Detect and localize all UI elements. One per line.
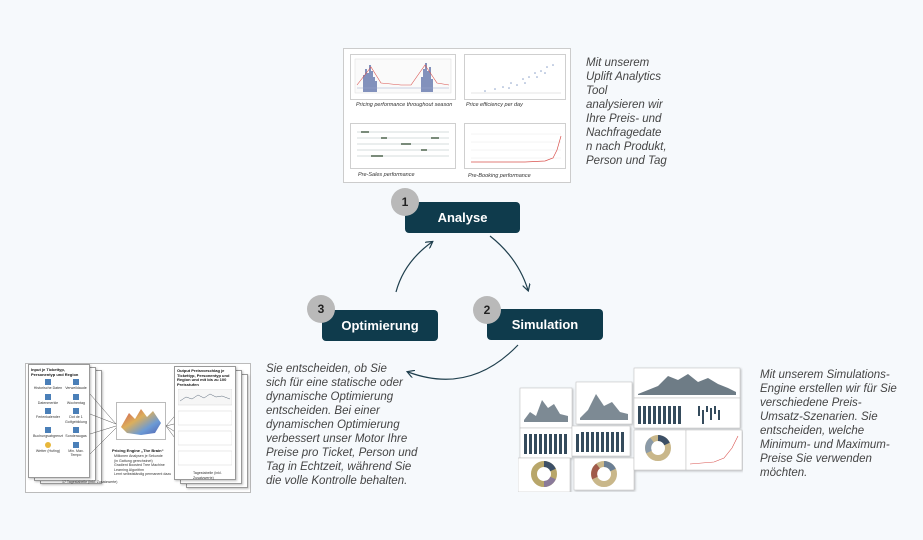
output-mini-charts xyxy=(178,389,232,466)
input-item: Dot de 1 Golfgebiklung xyxy=(65,408,87,424)
donut-2 xyxy=(591,461,617,487)
price-efficiency-chart xyxy=(471,64,561,94)
pre-booking-chart xyxy=(471,133,562,163)
optimierung-description: Sie entscheiden, ob Sie sich für eine st… xyxy=(266,362,446,488)
analyse-desc-line: Ihre Preis- und xyxy=(586,113,662,125)
analysis-panel-pre-sales xyxy=(350,123,456,169)
analyse-desc-line: Uplift Analytics xyxy=(586,71,661,83)
input-item: Min. Max. Tempo xyxy=(65,441,87,458)
input-title: Input je Ticket­typ, Personentyp und Reg… xyxy=(31,367,79,377)
simulation-desc-line: Preise Sie verwenden xyxy=(760,453,872,465)
step-1-badge: 1 xyxy=(391,188,419,216)
simulation-desc-line: Umsatz-Szenarien. Sie xyxy=(760,411,878,423)
input-footer: 17 Tagestabelle (inkl. Zusatzwerte) xyxy=(62,480,118,484)
analyse-desc-line: analysieren wir xyxy=(586,99,663,111)
engine-line: Learning Algorithm xyxy=(114,467,144,472)
step-analyse-label: Analyse xyxy=(437,210,488,225)
caption-pre-booking: Pre-Booking performance xyxy=(468,173,531,179)
output-sheet: Output Preisvorschlag je Tickettyp, Pers… xyxy=(174,366,236,480)
optimierung-desc-line: dynamische Optimierung xyxy=(266,391,394,403)
engine-line: Gradient Boosted Tree Machine xyxy=(114,463,165,467)
engine-lines: Millionen Analysen je Sekunde (in Gattun… xyxy=(114,454,186,477)
analyse-description: Mit unserem Uplift Analytics Tool analys… xyxy=(586,56,696,168)
analyse-desc-line: Nachfragedate xyxy=(586,127,662,139)
optimierung-desc-line: dynamischen Optimierung xyxy=(266,419,400,431)
engine-line: Millionen Analysen je Sekunde xyxy=(114,454,163,458)
engine-surface-graphic xyxy=(121,409,161,435)
optimierung-desc-line: verbessert unser Motor Ihre xyxy=(266,433,408,445)
optimierung-desc-line: die volle Kontrolle behalten. xyxy=(266,475,408,487)
engine-line: (in Gattung gerechstnet) xyxy=(114,458,153,463)
caption-pricing-performance: Pricing performance throughout season xyxy=(356,102,453,108)
simulation-collage xyxy=(517,364,743,493)
analysis-panel-pre-booking xyxy=(464,123,566,169)
simulation-desc-line: entscheiden, welche xyxy=(760,425,865,437)
input-grid: Historische Daten Verweildaude Datenmerk… xyxy=(33,379,87,458)
optimization-engine-thumbnail: Input je Ticket­typ, Personentyp und Reg… xyxy=(25,363,251,493)
input-item: Verweildaude xyxy=(65,379,87,391)
simulation-desc-line: Mit unserem Simulations- xyxy=(760,369,890,381)
analyse-desc-line: n nach Produkt, xyxy=(586,141,667,153)
arrow-optimierung-to-analyse xyxy=(395,242,432,293)
step-optimierung-box[interactable]: Optimierung xyxy=(322,310,438,341)
arrow-simulation-to-optimierung xyxy=(408,344,519,380)
output-title: Output Preisvorschlag je Tickettyp, Pers… xyxy=(177,368,230,387)
arrow-analyse-to-simulation xyxy=(489,235,528,290)
optimierung-desc-line: Sie entscheiden, ob Sie xyxy=(266,363,387,375)
optimierung-desc-line: entscheiden. Bei einer xyxy=(266,405,380,417)
simulation-desc-line: Minimum- und Maximum- xyxy=(760,439,890,451)
analysis-panel-price-efficiency xyxy=(464,54,566,100)
donut-3 xyxy=(645,435,671,461)
input-sheet: Input je Ticket­typ, Personentyp und Reg… xyxy=(28,364,90,478)
output-footer: Tagestabelle (inkl. Zusatzwerte) xyxy=(193,471,222,480)
simulation-desc-line: möchten. xyxy=(760,467,808,479)
step-analyse-box[interactable]: Analyse xyxy=(405,202,520,233)
input-item: Datenmerkle xyxy=(33,393,63,406)
engine-title: Pricing Engine „The Brain“ xyxy=(112,448,164,453)
analysis-panel-pricing-performance xyxy=(350,54,456,100)
optimierung-desc-line: Preise pro Ticket, Person und xyxy=(266,447,418,459)
optimierung-desc-line: sich für eine statische oder xyxy=(266,377,403,389)
step-simulation-label: Simulation xyxy=(511,317,579,332)
step-optimierung-label: Optimierung xyxy=(341,318,419,333)
simulation-desc-line: verschiedene Preis- xyxy=(760,397,862,409)
input-item: Buchungsabgrenzt xyxy=(33,427,63,439)
analysis-dashboard-thumbnail: Pricing performance throughout season Pr… xyxy=(343,48,571,183)
analyse-desc-line: Tool xyxy=(586,85,608,97)
simulation-collage-graphic xyxy=(517,367,743,493)
step-2-badge: 2 xyxy=(473,296,501,324)
engine-line: Lernt selbstständig permanent dazu xyxy=(114,472,172,476)
analyse-desc-line: Mit unserem xyxy=(586,57,650,69)
analyse-desc-line: Person und Tag xyxy=(586,155,667,167)
pricing-performance-chart xyxy=(354,58,452,94)
input-item: Ferienkalender xyxy=(33,408,63,424)
caption-price-efficiency: Price efficiency per day xyxy=(466,102,523,108)
input-item: Historische Daten xyxy=(33,379,63,391)
input-item: Wetter (Hufing) xyxy=(33,441,63,458)
step-simulation-box[interactable]: Simulation xyxy=(487,309,603,340)
pricing-engine-surface xyxy=(116,402,166,440)
input-item: Sonderaugas xyxy=(65,427,87,439)
step-3-badge: 3 xyxy=(307,295,335,323)
simulation-description: Mit unserem Simulations- Engine erstelle… xyxy=(760,368,920,480)
optimierung-desc-line: Tag in Echtzeit, während Sie xyxy=(266,461,412,473)
pre-sales-chart xyxy=(357,131,449,157)
caption-pre-sales: Pre-Sales performance xyxy=(358,172,415,178)
donut-1 xyxy=(531,461,557,487)
input-item: Wochentag xyxy=(65,393,87,406)
simulation-desc-line: Engine erstellen wir für Sie xyxy=(760,383,897,395)
